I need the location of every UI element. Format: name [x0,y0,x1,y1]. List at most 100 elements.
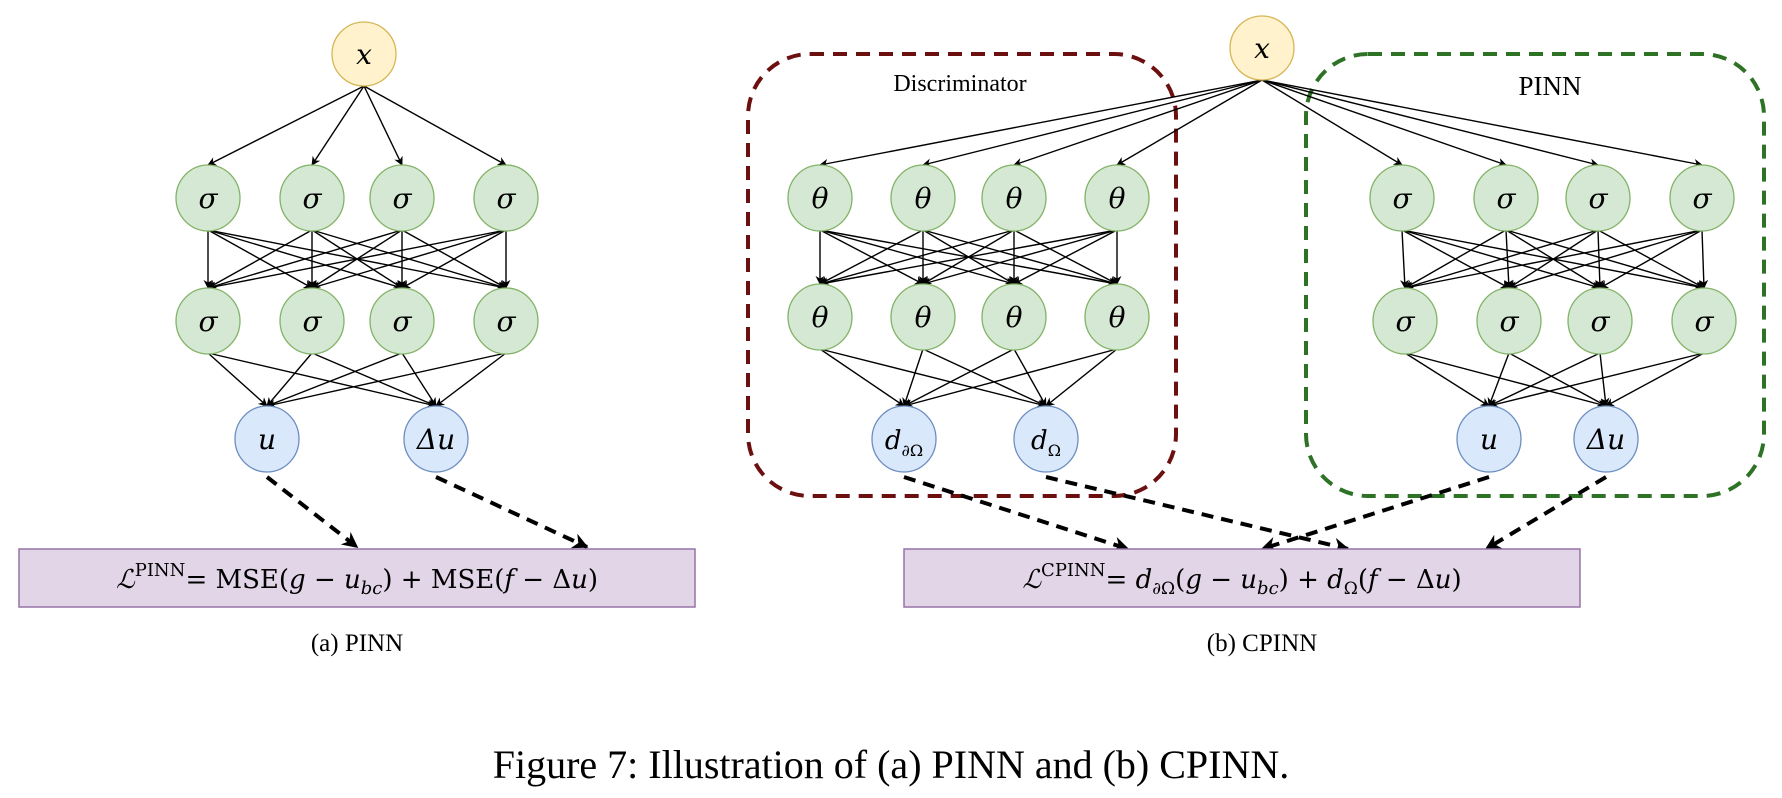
formula-part: ( [1175,565,1185,595]
pinn-hidden2-node-circle [279,287,345,355]
discriminator-input-edge [1013,79,1263,167]
cpinn-pinn-hidden-edge [1595,229,1605,289]
cpinn-pinn-hidden1-node: σ [1369,164,1435,232]
cpinn-u-to-loss-arrow [1260,475,1490,553]
edges-layer [203,79,1709,409]
cpinn-pinn-hidden-edge [1599,229,1703,289]
loss-symbol: ℒ [116,565,136,595]
cpinn-pinn-hidden1-node-circle [1565,164,1631,232]
pinn-output-edge [266,352,313,407]
node-symbol: σ [1496,182,1516,215]
formula-part: ) [1452,565,1462,595]
pinn-hidden1-node-circle [369,164,435,232]
formula-part: − Δ [514,565,571,595]
discriminator-hidden1-node-label: θ [1109,182,1126,215]
cpinn-loss-box [903,548,1581,608]
pinn-output-node-circle [403,405,469,473]
pinn-output-edge [207,352,268,407]
discriminator-hidden2-node-label: θ [812,301,829,334]
node-symbol: σ [496,182,516,215]
cpinn-pinn-hidden1-node: σ [1473,164,1539,232]
node-symbol: σ [198,182,218,215]
cpinn-pinn-hidden2-node-label: σ [1499,305,1519,338]
discriminator-hidden2-node: θ [1084,283,1150,351]
node-symbol: σ [1692,182,1712,215]
pinn-hidden1-node: σ [369,164,435,232]
formula-part: g [289,565,306,595]
discriminator-hidden2-node: θ [981,283,1047,351]
pinn-hidden-edge [311,229,507,290]
pinn-du-to-loss-arrow [435,475,589,549]
discriminator-hidden1-node: θ [1084,164,1150,232]
cpinn-pinn-hidden1-node-label: σ [1392,182,1412,215]
cpinn-pinn-hidden2-node: σ [1372,287,1438,355]
discriminator-hidden1-node: θ [787,164,853,232]
formula-subscript: bc [361,578,383,599]
node-symbol: σ [302,182,322,215]
discriminator-output-edge [819,348,905,407]
formula-part: − Δ [1378,565,1435,595]
node-symbol: σ [1590,305,1610,338]
d-domain-to-loss-arrow [1045,475,1350,554]
cpinn-pinn-output-edge [1488,352,1705,409]
pinn-hidden2-node: σ [279,287,345,355]
discriminator-hidden2-node-label: θ [1109,301,1126,334]
discriminator-output-edge [903,348,1118,409]
cpinn-pinn-hidden1-node-label: σ [1692,182,1712,215]
formula-part: u [344,565,361,595]
discriminator-hidden-edge [819,229,1015,287]
pinn-hidden1-node-label: σ [392,182,412,215]
node-symbol: u [258,423,276,456]
cpinn-pinn-hidden-edge [1508,229,1703,290]
pinn-hidden1-node-label: σ [496,182,516,215]
cpinn-pinn-hidden2-node-circle [1671,287,1737,355]
loss-superscript: CPINN [1041,560,1106,581]
discriminator-hidden1-node-label: θ [1006,182,1023,215]
node-symbol: σ [1588,182,1608,215]
discriminator-hidden-edge [1013,229,1118,285]
formula-part: ( [1358,565,1368,595]
cpinn-pinn-hidden-edge [1404,229,1599,290]
formula-part: − [306,565,344,595]
discriminator-hidden1-node-circle [787,164,853,232]
pinn-input-node-circle [331,21,397,87]
cpinn-pinn-input-edge [1261,79,1703,168]
node-symbol: Δu [416,423,455,456]
cpinn-pinn-hidden1-node-circle [1369,164,1435,232]
pinn-hidden1-node-circle [279,164,345,232]
cpinn-pinn-hidden2-node: σ [1671,287,1737,355]
discriminator-output-edge [1013,348,1047,407]
discriminator-group-box [746,52,1178,498]
discriminator-input-edge [819,79,1263,168]
discriminator-input-edge [1116,79,1263,166]
cpinn-pinn-hidden-edge [1699,229,1709,289]
discriminator-hidden2-node: θ [787,283,853,351]
discriminator-output-edge [903,348,1015,407]
dashed-edges-layer [265,475,1608,554]
subfigure-caption-b: (b) CPINN [1207,630,1317,657]
pinn-output-edge [401,352,437,407]
pinn-hidden-edge [207,229,313,289]
pinn-output-node-circle [234,405,300,473]
formula-part: u [571,565,588,595]
cpinn-pinn-hidden1-node-label: σ [1496,182,1516,215]
pinn-hidden1-node: σ [175,164,241,232]
pinn-hidden1-node: σ [473,164,539,232]
pinn-hidden-edge [207,229,507,291]
discriminator-output-edge [922,348,1047,407]
formula-part: g [1185,565,1202,595]
cpinn-pinn-input-edge [1261,79,1403,166]
node-symbol: σ [198,305,218,338]
pinn-loss-box [18,548,696,608]
discriminator-hidden2-node-circle [981,283,1047,351]
discriminator-hidden1-node: θ [981,164,1047,232]
formula-subscript: ∂Ω [1152,579,1175,599]
pinn-input-edge [363,85,403,166]
cpinn-pinn-hidden2-node-circle [1567,287,1633,355]
pinn-input-edge [363,85,507,166]
discriminator-output-node-label: dΩ [1031,426,1061,460]
node-symbol: θ [1006,182,1023,215]
pinn-hidden2-node-circle [473,287,539,355]
